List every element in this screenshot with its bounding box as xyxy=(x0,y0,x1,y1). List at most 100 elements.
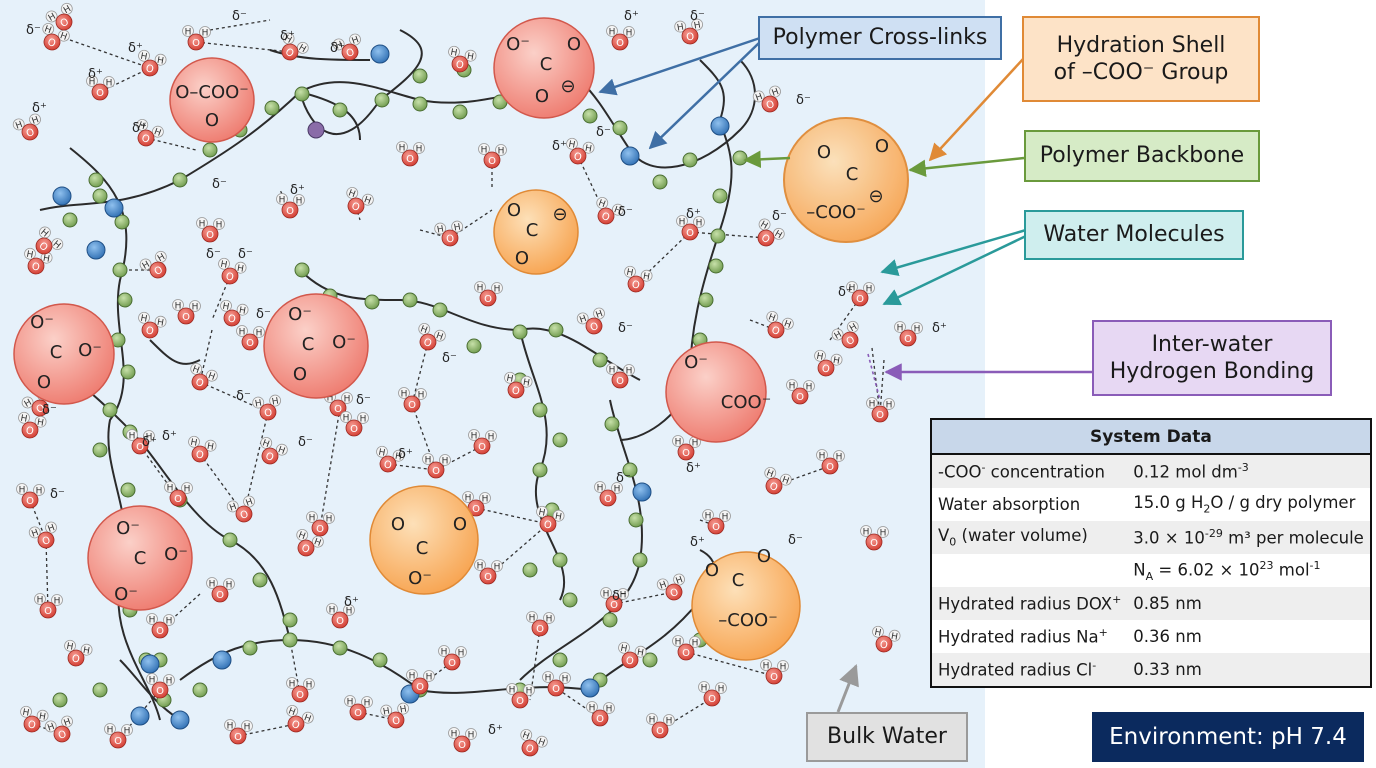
hydrogen-atom xyxy=(766,311,779,323)
carboxylate-atom-label: O xyxy=(705,560,719,581)
hydrogen-symbol: H xyxy=(722,513,729,523)
hydrogen-symbol: H xyxy=(228,502,238,514)
hydrogen-atom xyxy=(520,729,533,741)
water-molecules-label: Water Molecules xyxy=(1024,210,1244,260)
backbone-bead xyxy=(88,172,104,188)
hydrogen-symbol: H xyxy=(190,438,198,449)
oxygen-atom xyxy=(151,621,169,639)
oxygen-symbol: O xyxy=(406,154,414,165)
hydrogen-symbol: H xyxy=(106,79,113,89)
hydrogen-bond xyxy=(435,445,483,471)
hydrogen-atom xyxy=(535,735,548,748)
hydrogen-symbol: H xyxy=(606,705,613,715)
oxygen-atom xyxy=(221,267,239,285)
hydrogen-atom xyxy=(303,678,315,690)
oxygen-symbol: O xyxy=(44,606,52,617)
hydrogen-symbol: H xyxy=(584,144,592,155)
hydrogen-atom xyxy=(34,415,47,428)
hydrogen-symbol: H xyxy=(603,590,610,600)
hydrogen-symbol: H xyxy=(419,324,429,336)
hydrogen-symbol: H xyxy=(526,687,533,697)
hydrogen-atom xyxy=(814,349,826,362)
hydrogen-symbol: H xyxy=(31,115,41,127)
hydrogen-atom xyxy=(448,727,460,739)
hydrogen-symbol: H xyxy=(43,24,53,36)
hydrogen-symbol: H xyxy=(468,731,475,741)
oxygen-symbol: O xyxy=(625,655,635,667)
hydrogen-atom xyxy=(833,450,845,462)
hydrogen-atom xyxy=(611,482,623,494)
oxygen-symbol: O xyxy=(770,672,778,683)
hydrogen-symbol: H xyxy=(191,364,201,376)
hydrogen-symbol: H xyxy=(279,196,286,206)
crosslink-node xyxy=(370,44,390,64)
hydrogen-symbol: H xyxy=(42,254,50,265)
hydrogen-symbol: H xyxy=(771,87,781,99)
hydrogen-atom xyxy=(323,512,335,524)
carboxylate-group: O–COO⁻O xyxy=(169,57,255,143)
backbone-bead xyxy=(628,512,644,528)
hydrogen-atom xyxy=(618,641,630,654)
oxygen-symbol: O xyxy=(516,696,524,707)
hydrogen-symbol: H xyxy=(244,723,251,733)
oxygen-atom xyxy=(137,129,155,147)
oxygen-atom xyxy=(707,517,725,535)
oxygen-atom xyxy=(605,595,623,613)
system-data-value: 0.33 nm xyxy=(1127,653,1371,687)
hydrogen-symbol: H xyxy=(107,726,114,736)
backbone-bead xyxy=(552,652,568,668)
crosslink-node xyxy=(52,186,72,206)
hydrogen-symbol: H xyxy=(327,394,334,404)
backbone-bead xyxy=(512,324,528,340)
backbone-bead xyxy=(452,104,468,120)
oxygen-atom xyxy=(223,309,241,327)
oxygen-symbol: O xyxy=(71,653,81,665)
hydrogen-atom xyxy=(863,282,875,294)
oxygen-atom xyxy=(677,643,695,661)
hydrogen-atom xyxy=(542,671,554,683)
hydrogen-atom xyxy=(536,505,548,518)
hydrogen-atom xyxy=(223,578,235,590)
hydrogen-symbol: H xyxy=(880,529,887,539)
oxygen-symbol: O xyxy=(136,442,144,453)
hydrogen-symbol: H xyxy=(849,284,856,294)
oxygen-symbol: O xyxy=(573,151,583,163)
oxygen-atom xyxy=(67,649,85,667)
hydrogen-atom xyxy=(275,443,288,456)
oxygen-symbol: O xyxy=(478,442,486,453)
hydrogen-atom xyxy=(60,2,73,15)
water-arrow-2 xyxy=(882,234,1027,306)
hydrogen-symbol: H xyxy=(166,617,173,627)
oxygen-atom xyxy=(767,321,785,339)
hydrogen-atom xyxy=(181,482,193,494)
system-data-row: Hydrated radius Cl-0.33 nm xyxy=(931,653,1371,687)
hydrogen-symbol: H xyxy=(63,717,73,729)
hydrogen-symbol: H xyxy=(140,314,148,325)
oxygen-symbol: O xyxy=(286,206,294,217)
oxygen-atom xyxy=(871,405,889,423)
oxygen-symbol: O xyxy=(25,127,36,140)
hydrogen-atom xyxy=(576,312,589,325)
hydrogen-atom xyxy=(552,509,565,522)
oxygen-atom xyxy=(43,33,61,51)
oxygen-symbol: O xyxy=(610,600,618,611)
hydrogen-atom xyxy=(777,660,789,672)
hydrogen-symbol: H xyxy=(833,330,844,342)
hydration-shell-label: Hydration Shell of –COO⁻ Group xyxy=(1022,16,1260,102)
hydrogen-symbol: H xyxy=(763,662,770,672)
water-molecule: HHO xyxy=(286,705,314,733)
partial-positive-label: δ⁺ xyxy=(488,723,503,738)
